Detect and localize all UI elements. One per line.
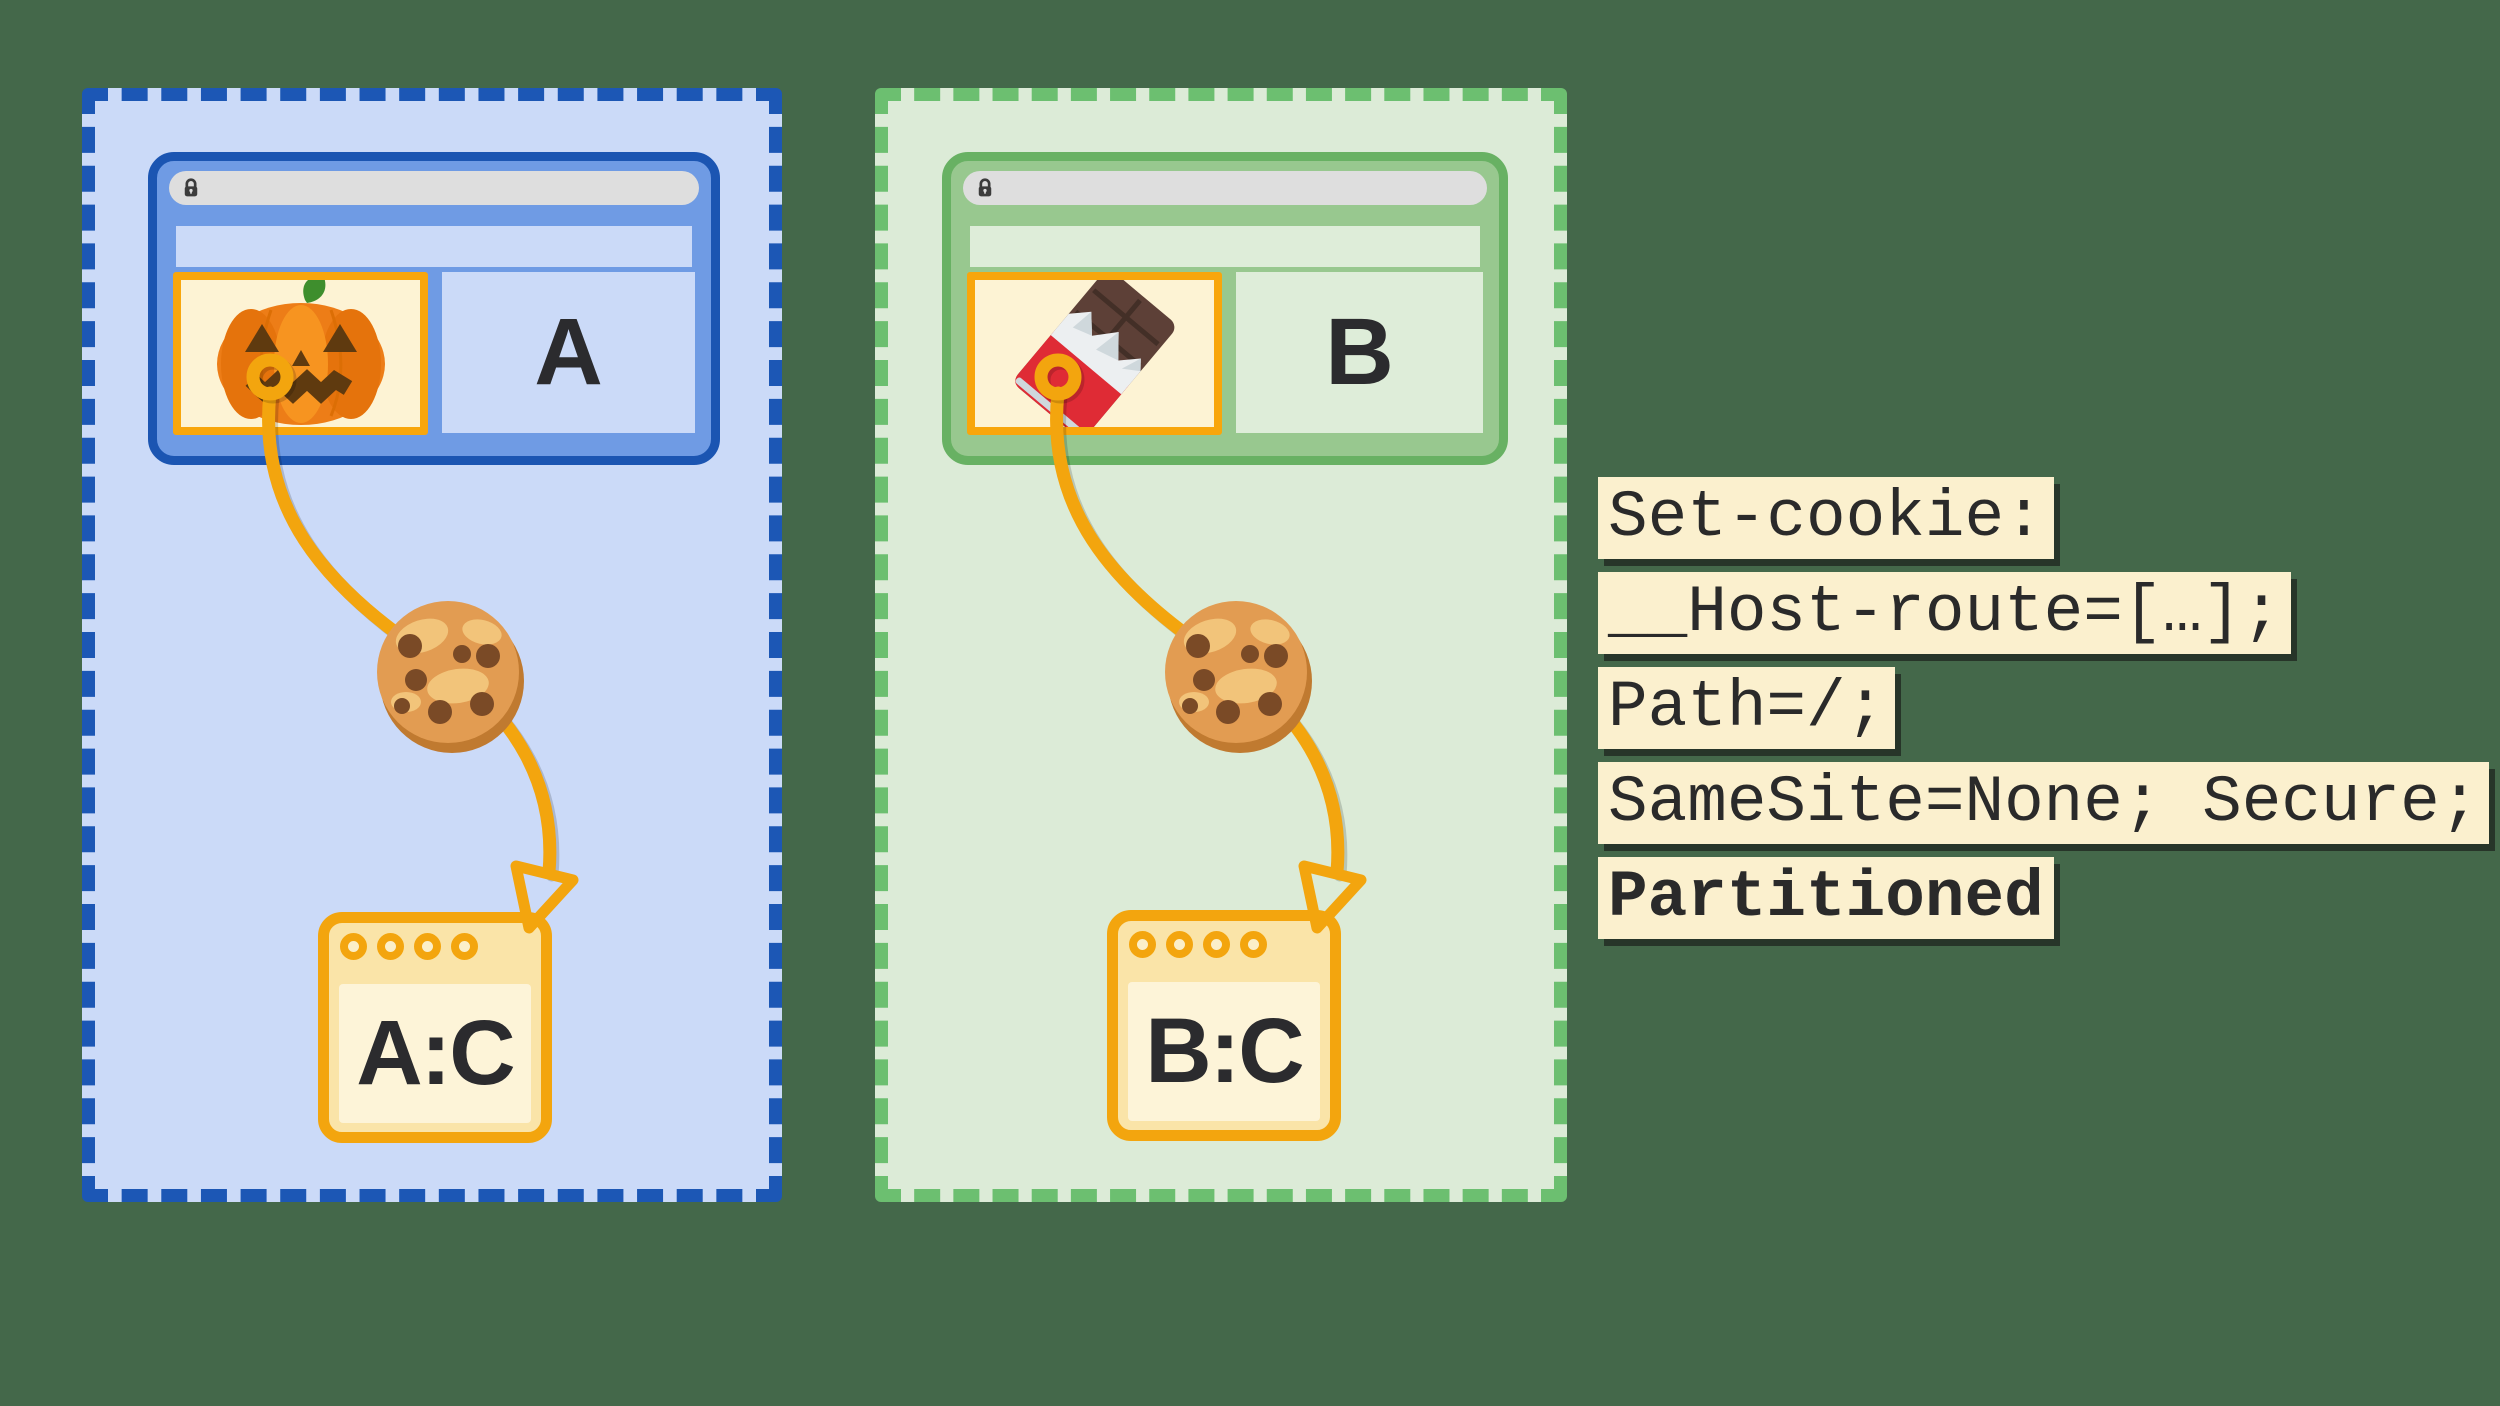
set-cookie-snippet: Set-cookie: __Host-route=[…]; Path=/; Sa… xyxy=(1598,477,2490,952)
site-b-page: B xyxy=(1236,272,1483,433)
site-b-partition: B B:C xyxy=(875,88,1567,1202)
cookie-jar-a: A:C xyxy=(318,912,552,1143)
lock-icon xyxy=(184,178,198,197)
code-line: Set-cookie: xyxy=(1598,477,2054,559)
jar-b-label: B:C xyxy=(1145,1000,1305,1102)
cookie-jar-b: B:C xyxy=(1107,910,1341,1141)
address-bar xyxy=(169,171,699,205)
jar-dot xyxy=(414,933,441,960)
embedded-iframe-a xyxy=(173,272,428,435)
browser-window-b: B xyxy=(942,152,1508,465)
jar-dot xyxy=(1240,931,1267,958)
address-bar xyxy=(963,171,1487,205)
jar-dot xyxy=(451,933,478,960)
code-line-partitioned: Partitioned xyxy=(1598,857,2054,939)
jar-dot xyxy=(1129,931,1156,958)
chocolate-bar-emoji xyxy=(1014,280,1174,427)
jar-b-body: B:C xyxy=(1128,982,1320,1121)
jar-dot xyxy=(340,933,367,960)
jar-a-label: A:C xyxy=(356,1002,516,1104)
lock-icon xyxy=(978,178,992,197)
jar-a-body: A:C xyxy=(339,984,531,1123)
code-line: Path=/; xyxy=(1598,667,1896,749)
jar-dots xyxy=(1129,931,1267,958)
jar-dot xyxy=(377,933,404,960)
jar-dots xyxy=(340,933,478,960)
code-line: __Host-route=[…]; xyxy=(1598,572,2292,654)
jar-dot xyxy=(1203,931,1230,958)
browser-content: B xyxy=(967,272,1483,435)
site-a-label: A xyxy=(534,299,603,405)
code-line: SameSite=None; Secure; xyxy=(1598,762,2490,844)
browser-toolbar-row xyxy=(970,226,1480,267)
browser-window-a: A xyxy=(148,152,720,465)
site-b-label: B xyxy=(1325,299,1394,405)
site-a-partition: A A:C xyxy=(82,88,782,1202)
embedded-iframe-b xyxy=(967,272,1222,435)
browser-toolbar-row xyxy=(176,226,692,267)
browser-content: A xyxy=(173,272,695,435)
jack-o-lantern-emoji xyxy=(216,280,385,425)
jar-dot xyxy=(1166,931,1193,958)
site-a-page: A xyxy=(442,272,695,433)
